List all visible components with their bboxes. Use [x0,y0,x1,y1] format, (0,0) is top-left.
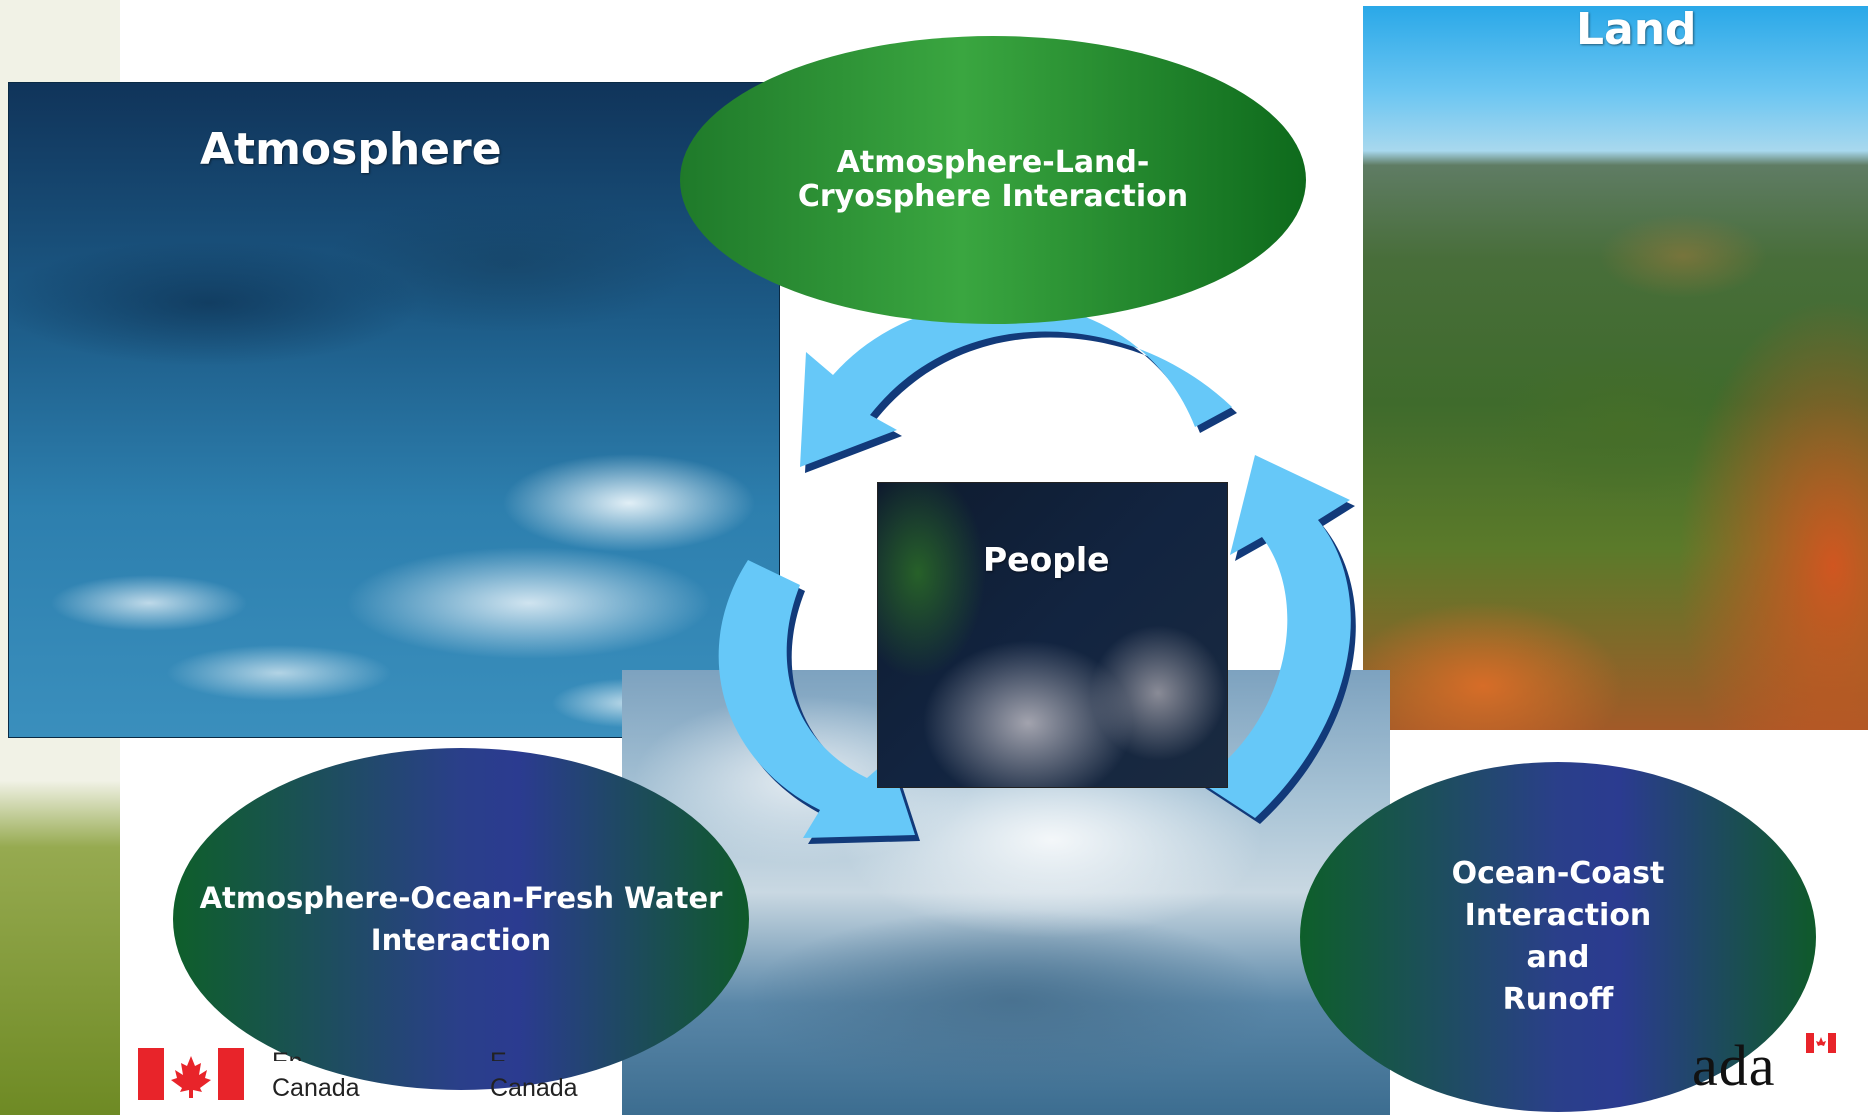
bubble-line: Interaction [1464,898,1652,933]
canada-flag-icon [1806,1033,1836,1053]
land-label: Land [1576,4,1697,55]
atmosphere-photo [8,82,780,738]
people-photo [877,482,1228,788]
cycle-arrow-icon [1200,455,1356,824]
bubble-line: Cryosphere Interaction [797,179,1189,214]
canada-wordmark: ada [1692,1033,1776,1098]
bubble-line: Ocean-Coast [1451,856,1665,891]
atmosphere-ocean-fresh-water-bubble: Atmosphere-Ocean-Fresh Water Interaction [173,748,749,1090]
land-photo [1363,6,1868,730]
bubble-line: and [1526,940,1590,975]
bubble-line: Atmosphere-Ocean-Fresh Water [199,881,723,915]
bubble-line: Atmosphere-Land- [836,145,1150,180]
atmosphere-label: Atmosphere [200,124,502,175]
ocean-coast-runoff-bubble: Ocean-Coast Interaction and Runoff [1300,762,1816,1112]
bubble-line: Interaction [370,923,552,957]
department-name-en: En [272,1048,303,1076]
cycle-arrow-icon [718,560,920,844]
cycle-arrow-icon [800,301,1237,473]
bubble-line: Runoff [1502,982,1614,1017]
department-canada-fr: Canada [490,1074,578,1102]
department-name-fr: E [490,1048,507,1061]
atmosphere-land-cryosphere-bubble: Atmosphere-Land- Cryosphere Interaction [680,36,1306,324]
people-label: People [983,540,1110,579]
department-canada-en: Canada [272,1074,360,1102]
canada-flag-icon [138,1048,244,1100]
